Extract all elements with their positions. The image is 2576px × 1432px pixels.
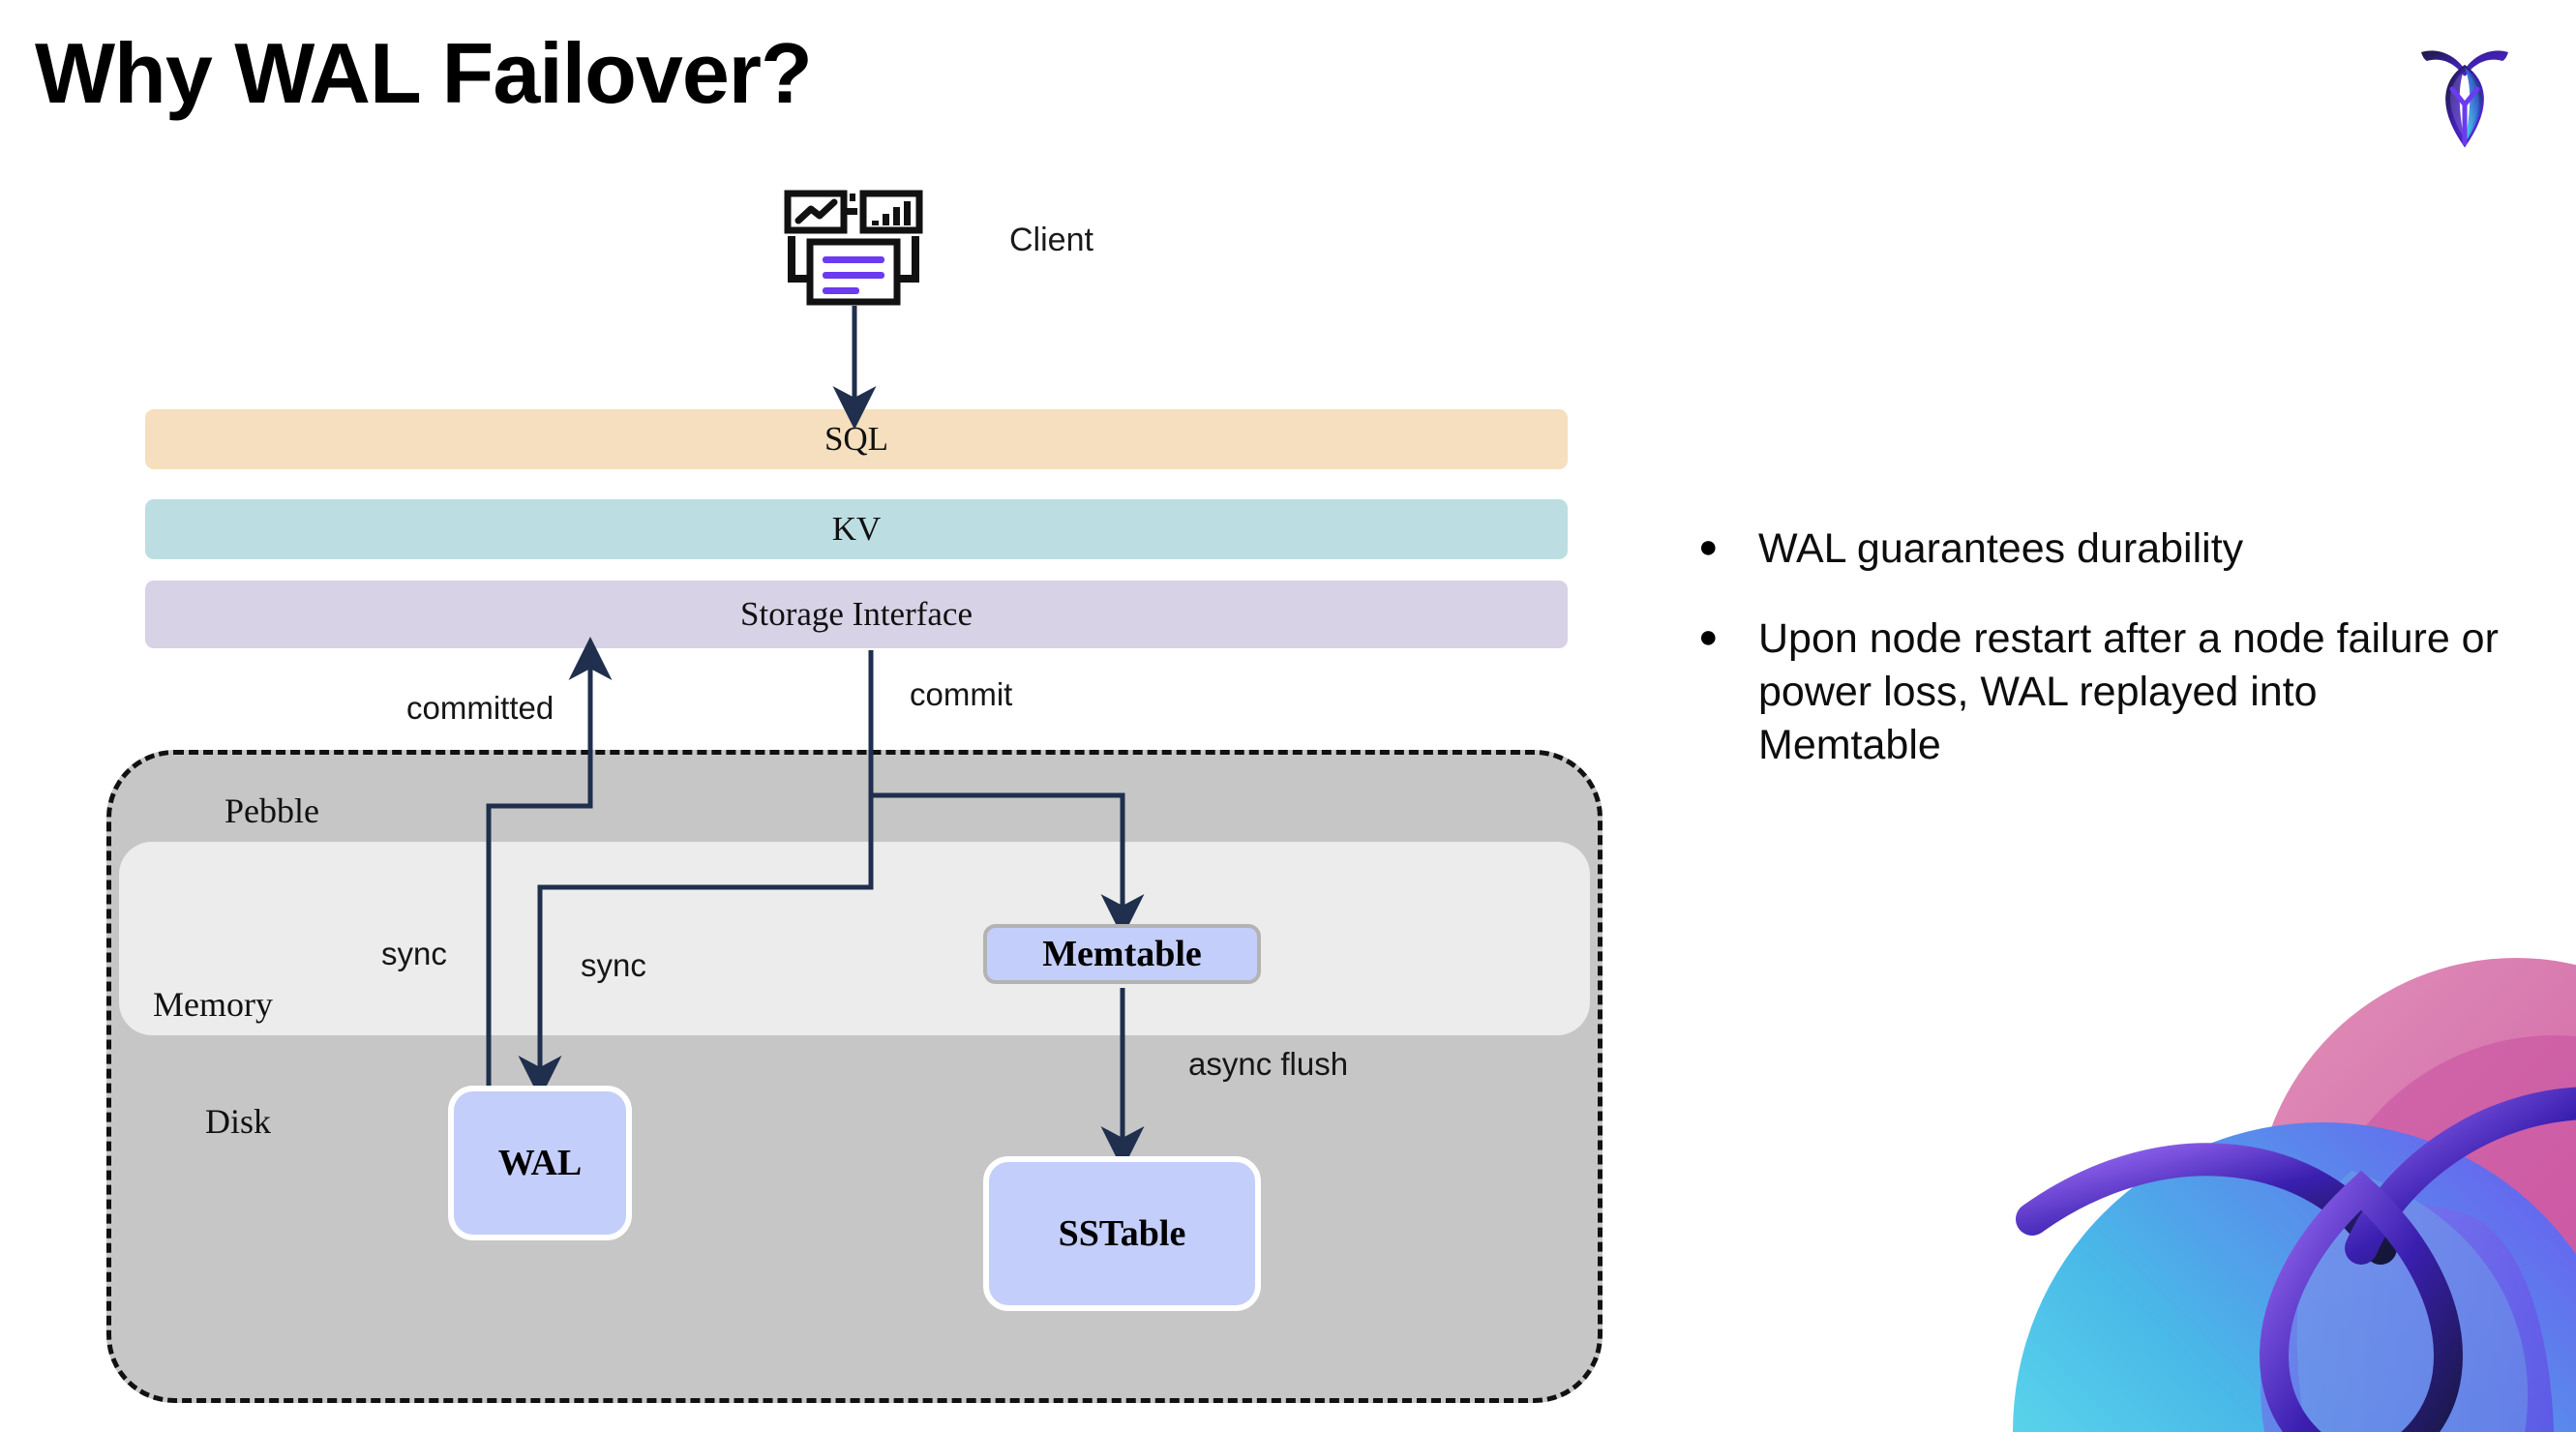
node-label-memtable: Memtable <box>1042 934 1202 974</box>
layer-label-storage-interface: Storage Interface <box>740 595 973 633</box>
cockroachdb-logo-icon <box>2411 35 2518 151</box>
edge-label-commit: commit <box>910 676 1013 712</box>
layer-bar-storage-interface: Storage Interface <box>145 581 1568 648</box>
edge-label-async-flush: async flush <box>1188 1046 1349 1082</box>
list-item: ● WAL guarantees durability <box>1698 522 2501 576</box>
layer-label-kv: KV <box>831 510 882 548</box>
bullet-text: Upon node restart after a node failure o… <box>1758 615 2499 769</box>
bullet-list: ● WAL guarantees durability ● Upon node … <box>1698 522 2501 809</box>
edge-label-sync-left: sync <box>381 936 447 971</box>
bullet-marker: ● <box>1698 528 1719 565</box>
list-item: ● Upon node restart after a node failure… <box>1698 612 2501 772</box>
page-title: Why WAL Failover? <box>35 25 813 121</box>
bullet-text: WAL guarantees durability <box>1758 525 2244 572</box>
layer-bar-kv: KV <box>145 499 1568 559</box>
node-label-wal: WAL <box>497 1143 583 1183</box>
edge-label-committed: committed <box>406 690 554 726</box>
memory-region <box>119 842 1590 1035</box>
client-label: Client <box>1009 222 1093 258</box>
disk-label: Disk <box>205 1102 272 1141</box>
client-dashboard-icon <box>774 190 929 306</box>
node-memtable[interactable]: Memtable <box>983 924 1261 984</box>
bullet-marker: ● <box>1698 618 1719 656</box>
decorative-logo-graphic <box>1974 929 2576 1432</box>
memory-label: Memory <box>153 985 273 1024</box>
node-wal[interactable]: WAL <box>448 1086 632 1240</box>
pebble-label: Pebble <box>225 791 319 830</box>
edge-label-sync-right: sync <box>581 947 646 983</box>
node-sstable[interactable]: SSTable <box>983 1156 1261 1311</box>
diagram-edges <box>486 306 1145 1171</box>
node-label-sstable: SSTable <box>1058 1213 1186 1254</box>
